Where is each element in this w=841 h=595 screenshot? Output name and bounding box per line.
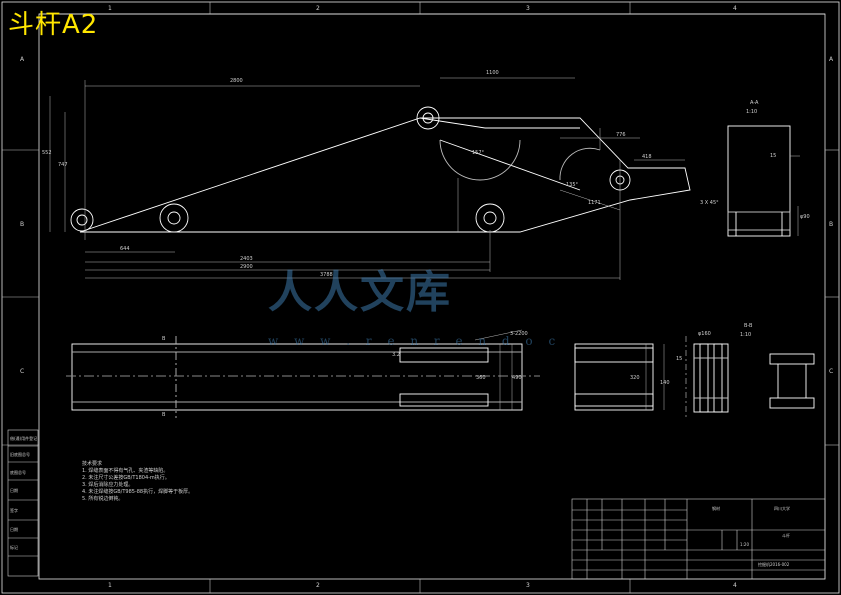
title-block-drawing-no: 挖掘机2016-002 <box>758 562 790 567</box>
zone-col-1: 1 <box>108 5 112 12</box>
dim-angle-135: 135° <box>566 182 579 188</box>
dimension-lines <box>49 77 685 280</box>
side-label-3: 底图总号 <box>10 470 26 475</box>
dim-1100: 1100 <box>486 70 499 76</box>
dim-1171: 1171 <box>588 200 601 206</box>
section-a-a-scale: 1:10 <box>746 109 758 115</box>
dim-490: 490 <box>512 375 522 381</box>
dim-418: 418 <box>642 154 652 160</box>
zone-col-4: 4 <box>733 5 737 12</box>
dim-3-2200: 3-2200 <box>510 331 528 337</box>
tech-note-5: 5. 所有锐边倒钝。 <box>82 496 124 502</box>
title-block-material: 钢材 <box>712 506 720 511</box>
zone-row-c: C <box>20 368 25 375</box>
cut-marker-b-top: B <box>162 336 166 342</box>
title-block <box>571 498 826 580</box>
zone-row-a-right: A <box>829 56 834 63</box>
dim-360: 360 <box>476 375 486 381</box>
dim-phi-90: φ90 <box>800 214 810 220</box>
zone-row-b: B <box>20 221 25 228</box>
title-block-part-name: 斗杆 <box>782 533 790 538</box>
dim-phi-160: φ160 <box>698 331 711 337</box>
dim-3-2: 3.2 <box>392 352 400 358</box>
zone-row-c-right: C <box>829 368 834 375</box>
tech-note-1: 1. 焊缝表面不得有气孔、夹渣等缺陷。 <box>82 468 169 474</box>
side-label-6: 日期 <box>10 527 18 532</box>
watermark-url: w w w . r e n r e n d o c <box>268 334 562 348</box>
zone-col-4-bottom: 4 <box>733 582 737 589</box>
dim-2403: 2403 <box>240 256 253 262</box>
watermark-text: 人人文库 <box>268 267 452 318</box>
dim-320: 320 <box>630 375 640 381</box>
dim-2800: 2800 <box>230 78 243 84</box>
dim-15-aa: 15 <box>770 153 777 159</box>
tech-note-3: 3. 焊后消除应力处理。 <box>82 482 134 488</box>
pin-hole-1 <box>70 208 94 232</box>
zone-row-b-right: B <box>829 221 834 228</box>
side-label-2: 旧底图总号 <box>10 452 30 457</box>
tech-note-4: 4. 未注焊缝按GB/T985-88执行，焊脚等于板厚。 <box>82 489 194 495</box>
side-registration <box>7 429 39 577</box>
side-label-7: 标记 <box>10 545 18 550</box>
dim-552: 552 <box>42 150 52 156</box>
zone-col-3: 3 <box>526 5 530 12</box>
tech-note-2: 2. 未注尺寸公差按GB/T1804-m执行。 <box>82 475 170 481</box>
plan-dimensions <box>474 329 665 410</box>
side-label-4: 日期 <box>10 488 18 493</box>
section-b-b <box>685 336 815 420</box>
cut-marker-b-bottom: B <box>162 412 166 418</box>
arm-elevation-view <box>70 106 691 233</box>
dim-15: 15 <box>676 356 683 362</box>
drawing-title: 斗杆A2 <box>8 10 99 40</box>
dim-2900: 2900 <box>240 264 253 270</box>
title-block-scale: 1:20 <box>740 542 749 547</box>
pin-hole-3 <box>416 106 440 130</box>
arm-plan-view <box>66 336 654 418</box>
dim-chamfer: 3 X 45° <box>700 200 719 206</box>
dim-776: 776 <box>616 132 626 138</box>
section-b-b-label: B-B <box>744 323 753 329</box>
section-b-b-scale: 1:10 <box>740 332 752 338</box>
zone-col-1-bottom: 1 <box>108 582 112 589</box>
title-block-school: 四川大学 <box>774 506 790 511</box>
dim-644: 644 <box>120 246 130 252</box>
section-a-a-label: A-A <box>750 100 759 106</box>
side-label-5: 签字 <box>10 508 18 513</box>
side-label-1: 借(通)用件登记 <box>10 436 38 441</box>
dim-747: 747 <box>58 162 68 168</box>
pin-hole-2 <box>159 203 189 233</box>
dim-angle-157: 157° <box>472 150 485 156</box>
zone-col-2-bottom: 2 <box>316 582 320 589</box>
zone-col-2: 2 <box>316 5 320 12</box>
zone-row-a: A <box>20 56 25 63</box>
zone-col-3-bottom: 3 <box>526 582 530 589</box>
dim-140: 140 <box>660 380 670 386</box>
pin-hole-4 <box>475 203 505 233</box>
dim-3788: 3788 <box>320 272 333 278</box>
section-a-a <box>727 125 800 237</box>
tech-notes-heading: 技术要求 <box>82 461 103 467</box>
